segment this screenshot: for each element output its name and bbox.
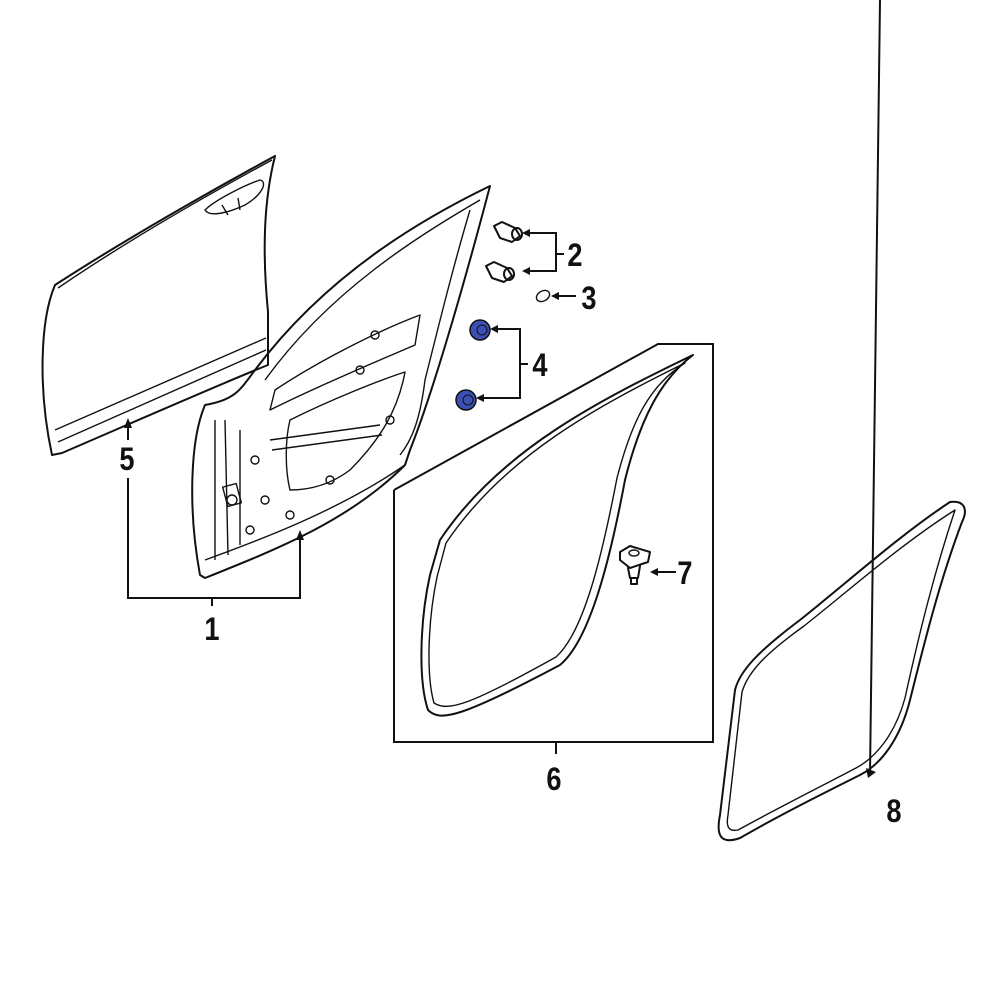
callout-2[interactable]: 2 bbox=[567, 237, 583, 273]
weatherstrip-retainer-part[interactable] bbox=[619, 545, 676, 585]
leader-lines-1-5 bbox=[124, 418, 304, 606]
callout-7[interactable]: 7 bbox=[677, 555, 693, 591]
clip-pair-blue-part[interactable] bbox=[455, 319, 528, 411]
callout-8[interactable]: 8 bbox=[886, 793, 902, 829]
callout-1[interactable]: 1 bbox=[204, 611, 220, 647]
callout-4[interactable]: 4 bbox=[532, 347, 548, 383]
door-weatherstrip-kit-part[interactable] bbox=[393, 343, 714, 754]
inner-door-shell-part[interactable] bbox=[191, 185, 491, 579]
o-ring-part[interactable] bbox=[534, 288, 576, 304]
callout-3[interactable]: 3 bbox=[581, 280, 597, 316]
outer-door-panel-part[interactable] bbox=[41, 155, 276, 456]
callout-5[interactable]: 5 bbox=[119, 441, 135, 477]
door-bumper-pair-part[interactable] bbox=[485, 221, 564, 283]
callout-6[interactable]: 6 bbox=[546, 761, 562, 797]
body-side-weatherstrip-part[interactable] bbox=[717, 0, 966, 842]
